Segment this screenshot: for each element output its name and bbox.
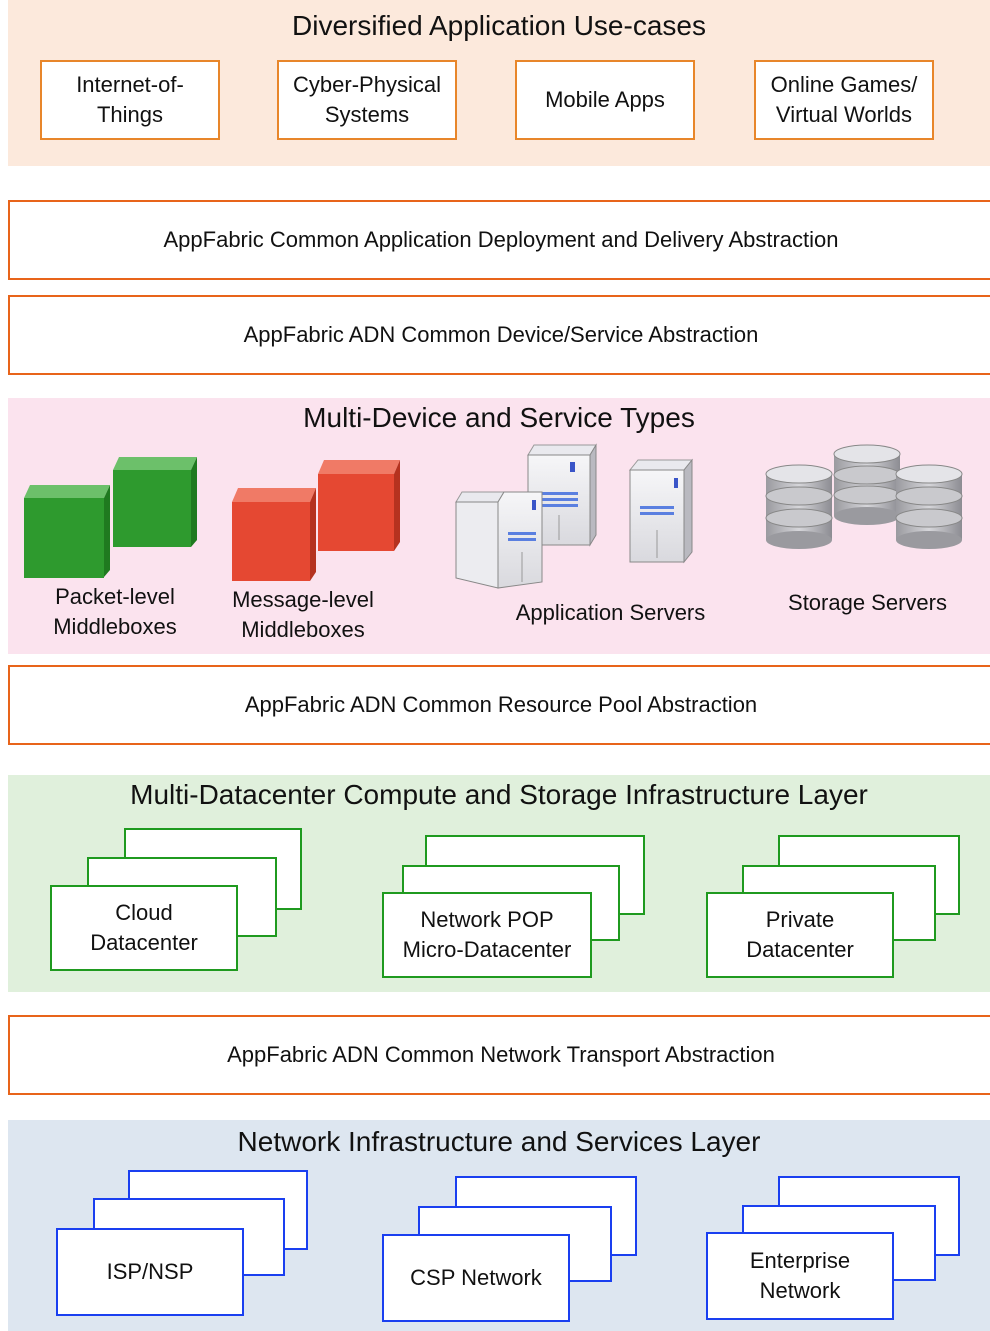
red-cube-front [232,488,316,581]
application-servers-icon [455,443,694,589]
datacenter-title: Multi-Datacenter Compute and Storage Inf… [130,779,868,810]
use-cases-title: Diversified Application Use-cases [292,10,706,41]
pop-datacenter-label: Network POP Micro-Datacenter [402,907,572,962]
use-case-mobile-apps: Mobile Apps [515,60,695,140]
device-types-title: Multi-Device and Service Types [303,402,695,433]
private-datacenter-label: Private Datacenter [746,907,854,962]
server-tower-left [455,491,543,589]
disk-stack-center [833,444,901,525]
resource-pool-abstraction-layer: AppFabric ADN Common Resource Pool Abstr… [8,665,990,745]
cloud-datacenter-label: Cloud Datacenter [90,900,198,955]
disk-stack-left [765,464,833,549]
csp-network-label: CSP Network [410,1265,542,1290]
disk-stack-right [895,464,963,549]
use-case-iot: Internet-of- Things [40,60,220,140]
storage-servers-icon [765,444,963,549]
device-service-abstraction-layer: AppFabric ADN Common Device/Service Abst… [8,295,990,375]
deployment-abstraction-layer: AppFabric Common Application Deployment … [8,200,990,280]
network-transport-abstraction-layer: AppFabric ADN Common Network Transport A… [8,1015,990,1095]
packet-middlebox-cubes-icon [24,457,197,578]
use-case-online-games: Online Games/ Virtual Worlds [754,60,934,140]
server-tower-right [628,458,694,564]
network-title: Network Infrastructure and Services Laye… [237,1126,761,1157]
message-middlebox-cubes-icon [232,460,400,581]
isp-nsp-label: ISP/NSP [106,1259,194,1284]
red-cube-back [318,460,400,551]
enterprise-network-label: Enterprise Network [749,1248,851,1303]
green-cube-front [24,485,110,578]
use-case-cps: Cyber-Physical Systems [277,60,457,140]
packet-middleboxes-label: Packet-level Middleboxes [53,584,177,639]
message-middleboxes-label: Message-level Middleboxes [232,587,374,642]
server-tower-center [527,443,597,547]
storage-servers-label: Storage Servers [788,590,947,615]
green-cube-back [113,457,197,547]
application-servers-label: Application Servers [515,600,706,625]
